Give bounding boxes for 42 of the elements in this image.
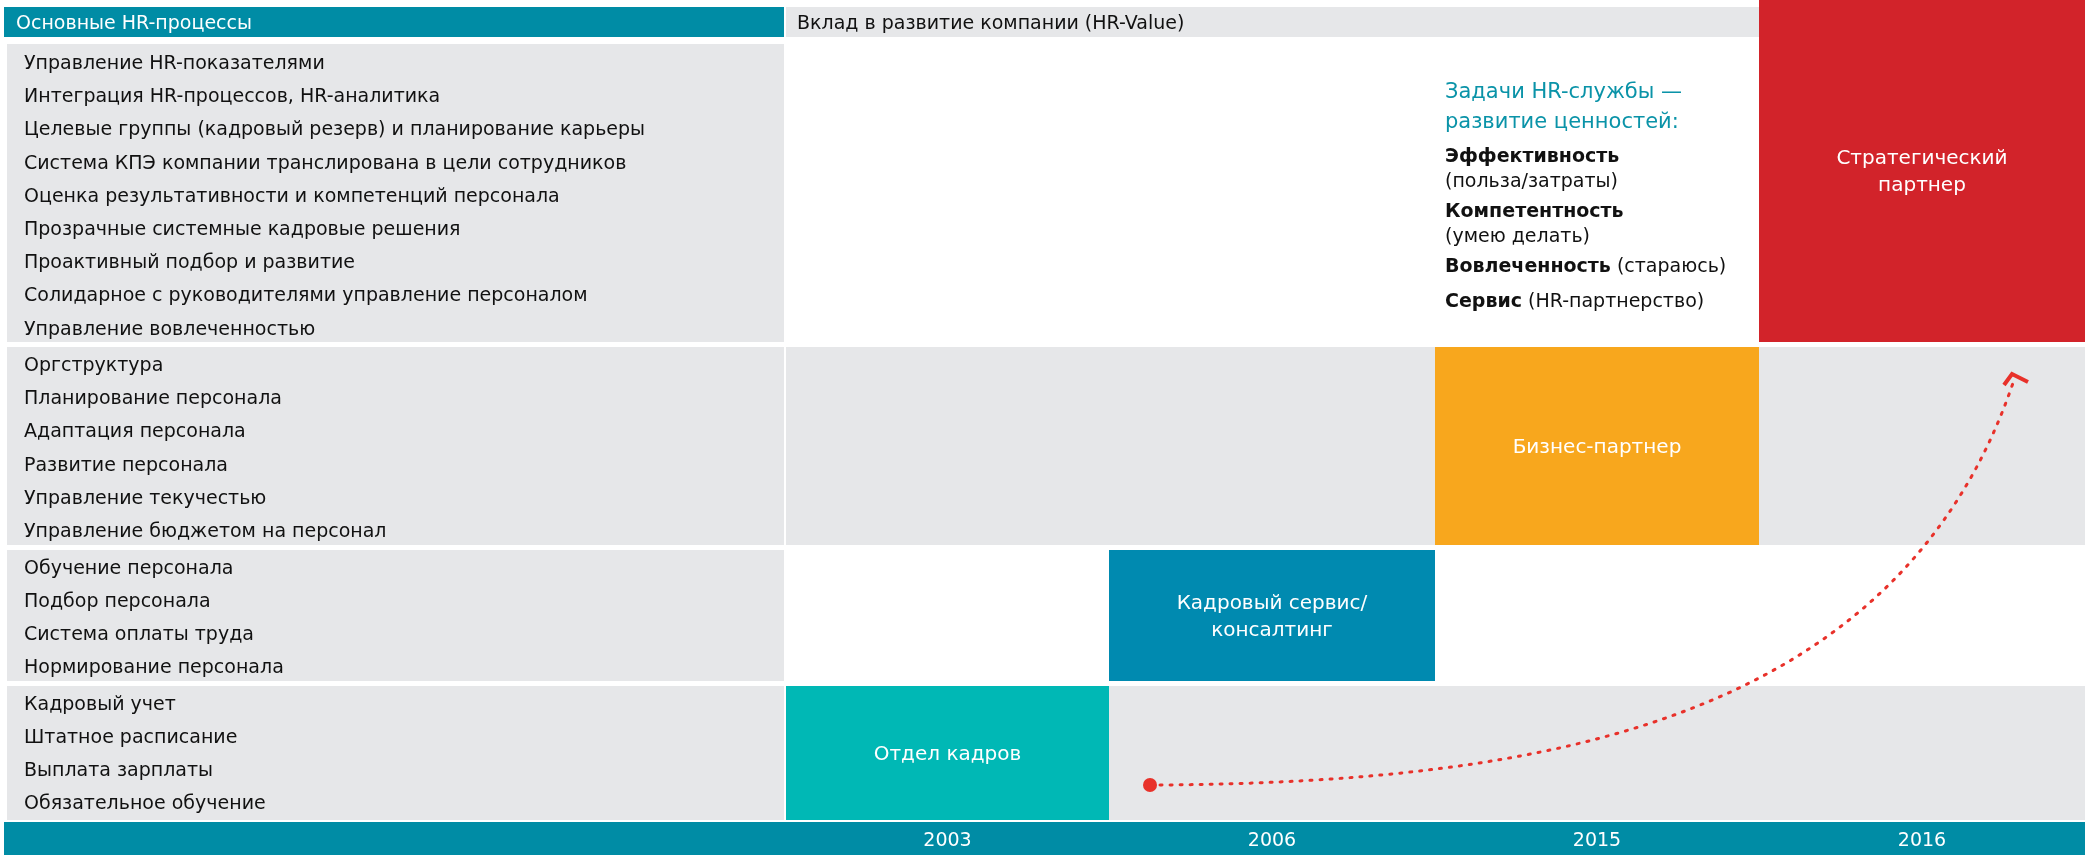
task-item: Эффективность (польза/затраты) <box>1445 143 1621 193</box>
process-item: Подбор персонала <box>24 588 211 612</box>
process-item: Целевые группы (кадровый резерв) и планирование карьеры <box>24 116 646 141</box>
stage-label: Бизнес-партнер <box>1512 432 1682 460</box>
process-item: Планирование персонала <box>24 385 282 410</box>
process-item: Оценка результативности и компетенций персонала <box>24 182 560 207</box>
stage-box <box>1109 550 1435 681</box>
process-item: Обязательное обучение <box>24 790 266 814</box>
stage-label: Стратегический партнер <box>1835 144 2009 198</box>
year-label: 2016 <box>1896 827 1948 851</box>
task-item: Компетентность (умею делать) <box>1445 198 1625 248</box>
process-item: Проактивный подбор и развитие <box>24 249 355 274</box>
process-item: Развитие персонала <box>24 451 228 476</box>
process-item: Кадровый учет <box>24 691 176 715</box>
process-item: Солидарное с руководителями управление персоналом <box>24 282 588 307</box>
stage-box <box>1435 347 1759 545</box>
process-item: Штатное расписание <box>24 724 238 748</box>
year-label: 2015 <box>1571 827 1623 851</box>
process-item: Управление бюджетом на персонал <box>24 518 387 542</box>
process-item: Управление HR-показателями <box>24 50 325 74</box>
process-item: Управление текучестью <box>24 484 267 509</box>
process-item: Нормирование персонала <box>24 654 284 678</box>
process-item: Адаптация персонала <box>24 418 246 443</box>
tasks-heading: Задачи HR-службы — развитие ценностей: <box>1445 78 1684 135</box>
stage-label: Кадровый сервис/ консалтинг <box>1175 588 1369 643</box>
year-label: 2006 <box>1246 827 1298 851</box>
header-text: Основные HR-процессы <box>16 10 252 34</box>
process-item: Прозрачные системные кадровые решения <box>24 216 461 240</box>
stage-box <box>786 686 1109 820</box>
process-item: Управление вовлеченностью <box>24 315 316 340</box>
process-item: Обучение персонала <box>24 555 234 579</box>
process-item: Интеграция HR-процессов, HR-аналитика <box>24 83 441 108</box>
header-text: Вклад в развитие компании (HR-Value) <box>797 10 1185 34</box>
task-item: Сервис (HR-партнерство) <box>1445 288 1705 312</box>
process-item: Оргструктура <box>24 352 164 376</box>
process-item: Система оплаты труда <box>24 621 254 645</box>
stage-box <box>1759 0 2085 342</box>
process-item: Система КПЭ компании транслирована в цели сотрудников <box>24 149 627 174</box>
task-item: Вовлеченность (стараюсь) <box>1445 253 1727 277</box>
process-item: Выплата зарплаты <box>24 757 214 781</box>
stage-label: Отдел кадров <box>873 739 1022 767</box>
year-label: 2003 <box>922 827 973 851</box>
